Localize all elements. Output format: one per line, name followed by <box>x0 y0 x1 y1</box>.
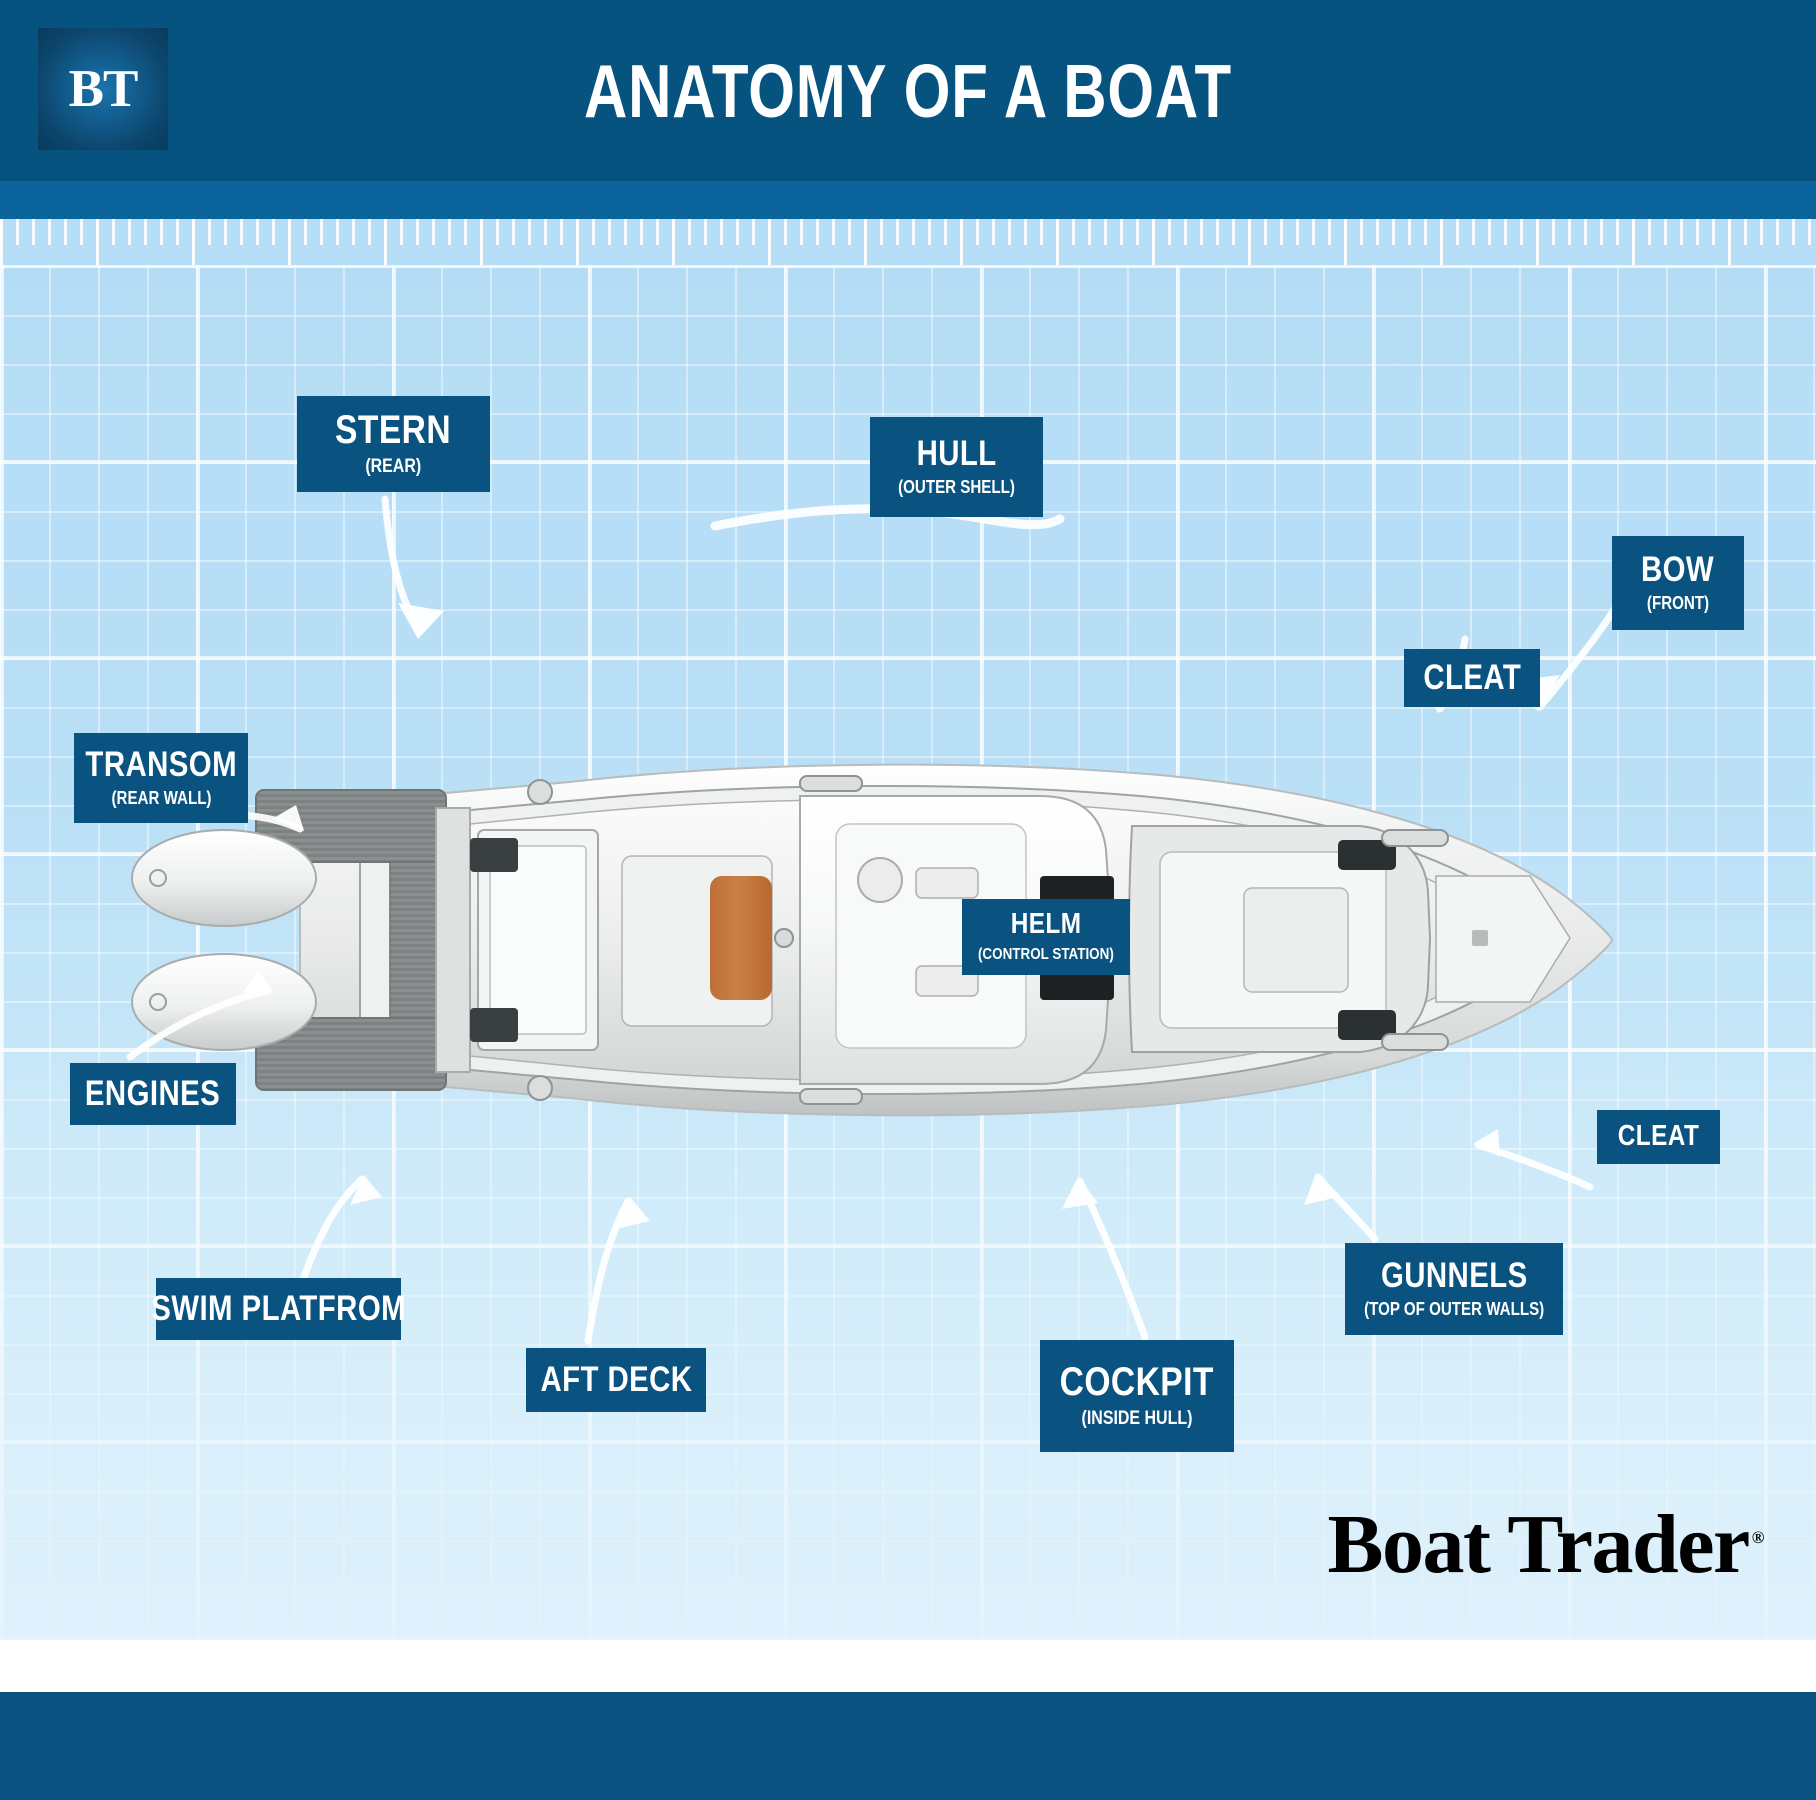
engine-vent-port <box>149 869 167 887</box>
anchor-locker-hatch <box>1435 875 1571 1003</box>
cleat-bow-port <box>1381 829 1449 847</box>
footer-navy-band <box>0 1692 1816 1800</box>
bow-speaker-port <box>1338 840 1396 870</box>
page-header: BT ANATOMY OF A BOAT <box>0 0 1816 181</box>
label-aft-deck[interactable]: AFT DECK <box>526 1348 706 1412</box>
bow-table <box>1243 887 1349 993</box>
outboard-engine-port <box>131 829 317 927</box>
label-bow-subtitle: (FRONT) <box>1646 592 1710 613</box>
steering-wheel <box>857 857 903 903</box>
label-helm[interactable]: HELM (CONTROL STATION) <box>962 899 1130 975</box>
label-transom[interactable]: TRANSOM (REAR WALL) <box>74 733 248 823</box>
cleat-midship-port <box>799 775 863 792</box>
label-hull-title: HULL <box>916 434 997 474</box>
label-cleat-bow-title: CLEAT <box>1423 658 1521 698</box>
label-stern-title: STERN <box>335 408 452 453</box>
logo-initials: BT <box>68 59 139 118</box>
boat-trader-wordmark: Boat Trader® <box>1327 1497 1764 1593</box>
label-gunnels-title: GUNNELS <box>1380 1256 1528 1296</box>
deck-fitting <box>774 928 794 948</box>
label-bow[interactable]: BOW (FRONT) <box>1612 536 1744 630</box>
outboard-engine-starboard <box>131 953 317 1051</box>
brand-name: Boat Trader® <box>1327 1503 1765 1587</box>
label-swim-platform-title: SWIM PLATFROM <box>151 1289 406 1329</box>
footer-white-band <box>0 1640 1816 1692</box>
boat-illustration <box>131 680 1640 1200</box>
cleat-stern-port <box>527 779 553 805</box>
aft-hardware-port <box>470 838 518 872</box>
teak-insert <box>710 876 772 1000</box>
label-cockpit-title: COCKPIT <box>1059 1360 1215 1405</box>
bow-speaker-starboard <box>1338 1010 1396 1040</box>
label-cockpit[interactable]: COCKPIT (INSIDE HULL) <box>1040 1340 1234 1452</box>
label-cleat-bow[interactable]: CLEAT <box>1404 649 1540 707</box>
label-gunnels-subtitle: (TOP OF OUTER WALLS) <box>1363 1298 1545 1319</box>
label-hull-subtitle: (OUTER SHELL) <box>898 476 1015 497</box>
brand-name-text: Boat Trader <box>1327 1498 1750 1591</box>
anchor-locker-latch <box>1472 930 1488 946</box>
label-transom-subtitle: (REAR WALL) <box>111 787 211 808</box>
aft-hardware-starboard <box>470 1008 518 1042</box>
aft-seat-cushion <box>489 845 587 1035</box>
label-cockpit-subtitle: (INSIDE HULL) <box>1081 1407 1193 1429</box>
header-accent-stripe <box>0 181 1816 219</box>
registered-trademark-icon: ® <box>1751 1528 1765 1547</box>
label-stern[interactable]: STERN (REAR) <box>297 396 490 492</box>
cleat-midship-starboard <box>799 1088 863 1105</box>
page-title: ANATOMY OF A BOAT <box>583 48 1233 133</box>
label-transom-title: TRANSOM <box>85 745 237 785</box>
label-engines[interactable]: ENGINES <box>70 1063 236 1125</box>
transom-wall <box>435 807 471 1073</box>
boat-trader-logo-mark: BT <box>38 28 168 150</box>
label-swim-platform[interactable]: SWIM PLATFROM <box>151 1278 405 1340</box>
label-gunnels[interactable]: GUNNELS (TOP OF OUTER WALLS) <box>1345 1243 1563 1335</box>
label-cleat-midship-title: CLEAT <box>1617 1120 1700 1153</box>
label-cleat-midship[interactable]: CLEAT <box>1597 1110 1720 1164</box>
label-aft-deck-title: AFT DECK <box>540 1360 692 1400</box>
console-grab-rail <box>915 867 979 899</box>
label-hull[interactable]: HULL (OUTER SHELL) <box>870 417 1043 517</box>
label-bow-title: BOW <box>1641 550 1715 590</box>
label-helm-subtitle: (CONTROL STATION) <box>978 946 1114 963</box>
label-helm-title: HELM <box>1010 908 1082 941</box>
cleat-stern-starboard <box>527 1075 553 1101</box>
label-engines-title: ENGINES <box>85 1074 221 1114</box>
cleat-bow-starboard <box>1381 1033 1449 1051</box>
label-stern-subtitle: (REAR) <box>365 455 422 477</box>
